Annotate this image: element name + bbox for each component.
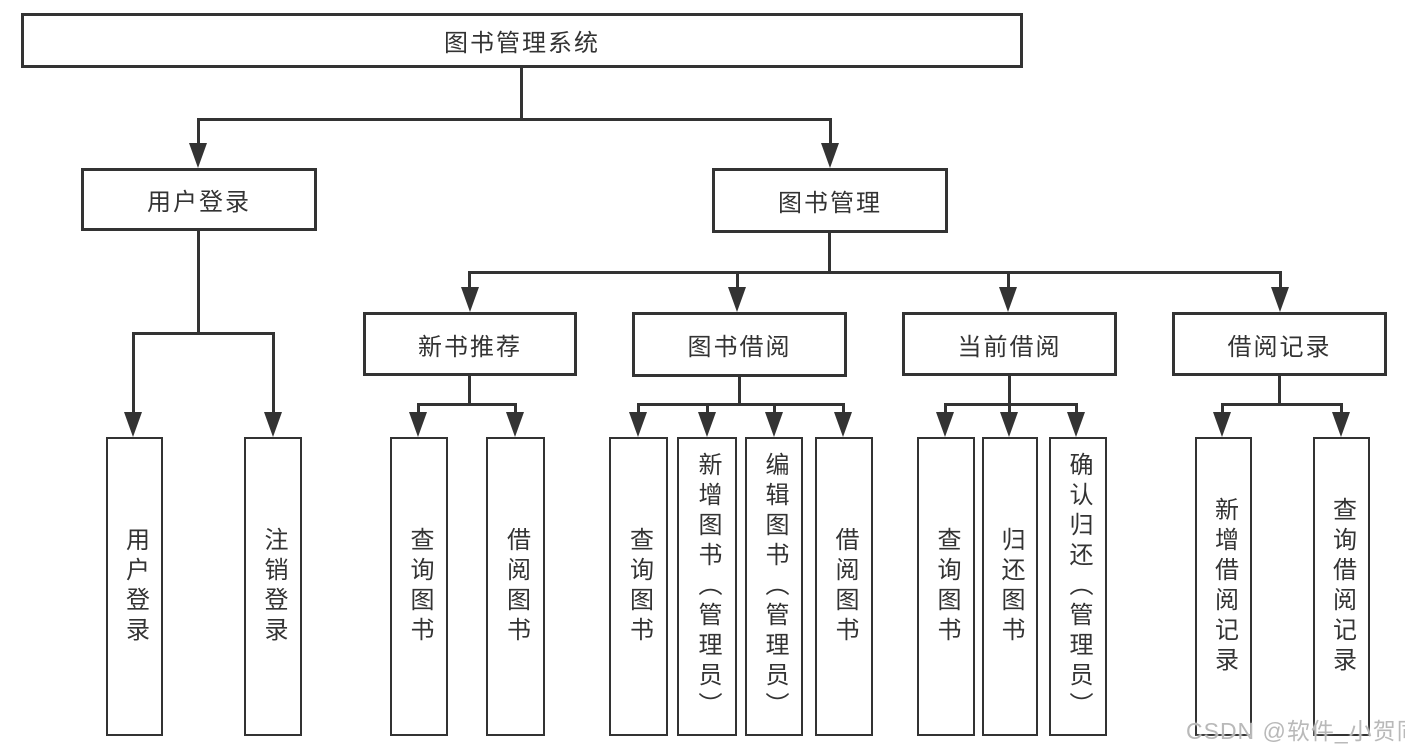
connector-leaf-drop: [1340, 403, 1343, 417]
node-root-label: 图书管理系统: [444, 30, 600, 57]
arrowhead-icon: [1067, 412, 1085, 437]
arrowhead-icon: [409, 412, 427, 437]
node-borrow-record-label: 借阅记录: [1227, 333, 1332, 361]
arrowhead-icon: [999, 287, 1017, 312]
connector-l3-drop: [468, 271, 471, 289]
leaf-br-add-record: 新增借阅记录: [1195, 437, 1252, 736]
arrowhead-icon: [506, 412, 524, 437]
leaf-rec-borrow-book-label: 借阅图书: [502, 526, 530, 647]
connector-l3-drop: [736, 271, 739, 289]
arrowhead-icon: [629, 412, 647, 437]
node-book-mgmt: 图书管理: [712, 168, 948, 233]
leaf-br-add-record-label: 新增借阅记录: [1210, 496, 1238, 677]
connector-bb-bar: [637, 403, 845, 406]
arrowhead-icon: [189, 143, 207, 168]
leaf-rec-query-book-label: 查询图书: [406, 526, 433, 647]
node-new-book-rec: 新书推荐: [363, 312, 577, 376]
connector-user-login-drop: [197, 118, 200, 148]
connector-l2-bar: [197, 118, 832, 121]
connector-leaf-drop: [842, 403, 845, 417]
connector-leaf-drop: [514, 403, 517, 417]
leaf-logout-label: 注销登录: [260, 526, 287, 647]
arrowhead-icon: [698, 412, 716, 437]
arrowhead-icon: [461, 287, 479, 312]
connector-root-stub: [520, 68, 523, 121]
arrowhead-icon: [821, 143, 839, 168]
connector-leaf-drop: [773, 403, 776, 417]
arrowhead-icon: [1271, 287, 1289, 312]
connector-leaf-drop: [417, 403, 420, 417]
leaf-rec-query-book: 查询图书: [390, 437, 448, 736]
arrowhead-icon: [728, 287, 746, 312]
leaf-cb-return-book-label: 归还图书: [997, 526, 1024, 647]
leaf-bb-borrow-book: 借阅图书: [815, 437, 873, 736]
connector-cb-stub: [1008, 376, 1011, 406]
connector-leaf-drop: [706, 403, 709, 417]
arrowhead-icon: [765, 412, 783, 437]
connector-leaf-drop: [132, 332, 135, 415]
arrowhead-icon: [1213, 412, 1231, 437]
node-new-book-rec-label: 新书推荐: [418, 333, 522, 361]
node-root: 图书管理系统: [21, 13, 1023, 68]
leaf-bb-add-book: 新增图书（管理员）: [677, 437, 737, 736]
connector-leaf-drop: [637, 403, 640, 417]
node-borrow-record: 借阅记录: [1172, 312, 1387, 376]
node-book-mgmt-label: 图书管理: [778, 190, 882, 217]
connector-l3-drop: [1279, 271, 1282, 289]
connector-br-stub: [1278, 376, 1281, 406]
arrowhead-icon: [264, 412, 282, 437]
leaf-cb-query-book-label: 查询图书: [933, 526, 960, 647]
arrowhead-icon: [834, 412, 852, 437]
connector-leaf-drop: [1221, 403, 1224, 417]
connector-user-login-stub: [197, 231, 200, 335]
connector-cb-bar: [944, 403, 1078, 406]
connector-book-mgmt-drop: [829, 118, 832, 148]
connector-user-login-bar: [133, 332, 275, 335]
leaf-user-login: 用户登录: [106, 437, 163, 736]
leaf-br-query-record: 查询借阅记录: [1313, 437, 1370, 736]
connector-leaf-drop: [1008, 403, 1011, 417]
connector-book-mgmt-stub: [828, 233, 831, 274]
connector-l3-bar: [468, 271, 1282, 274]
node-current-borrow: 当前借阅: [902, 312, 1117, 376]
arrowhead-icon: [1000, 412, 1018, 437]
leaf-cb-query-book: 查询图书: [917, 437, 975, 736]
arrowhead-icon: [1332, 412, 1350, 437]
leaf-bb-edit-book: 编辑图书（管理员）: [745, 437, 803, 736]
connector-rec-bar: [417, 403, 517, 406]
leaf-bb-query-book: 查询图书: [609, 437, 668, 736]
arrowhead-icon: [936, 412, 954, 437]
node-user-login: 用户登录: [81, 168, 317, 231]
connector-leaf-drop: [272, 332, 275, 415]
connector-leaf-drop: [944, 403, 947, 417]
node-book-borrow: 图书借阅: [632, 312, 847, 377]
leaf-cb-confirm-return: 确认归还（管理员）: [1049, 437, 1107, 736]
leaf-cb-confirm-return-label: 确认归还（管理员）: [1065, 451, 1092, 722]
leaf-bb-borrow-book-label: 借阅图书: [831, 526, 858, 647]
arrowhead-icon: [124, 412, 142, 437]
leaf-bb-add-book-label: 新增图书（管理员）: [694, 451, 721, 722]
node-user-login-label: 用户登录: [147, 189, 251, 216]
connector-leaf-drop: [1075, 403, 1078, 417]
leaf-cb-return-book: 归还图书: [982, 437, 1038, 736]
connector-bb-stub: [738, 377, 741, 406]
node-current-borrow-label: 当前借阅: [957, 333, 1062, 361]
leaf-bb-query-book-label: 查询图书: [625, 526, 653, 647]
connector-rec-stub: [468, 376, 471, 406]
leaf-user-login-label: 用户登录: [121, 526, 149, 647]
csdn-watermark: CSDN @软件_小贺同学: [1186, 718, 1405, 744]
connector-l3-drop: [1007, 271, 1010, 289]
leaf-bb-edit-book-label: 编辑图书（管理员）: [761, 451, 788, 722]
leaf-rec-borrow-book: 借阅图书: [486, 437, 545, 736]
node-book-borrow-label: 图书借阅: [687, 334, 792, 361]
connector-br-bar: [1221, 403, 1343, 406]
leaf-br-query-record-label: 查询借阅记录: [1328, 496, 1356, 677]
leaf-logout: 注销登录: [244, 437, 302, 736]
